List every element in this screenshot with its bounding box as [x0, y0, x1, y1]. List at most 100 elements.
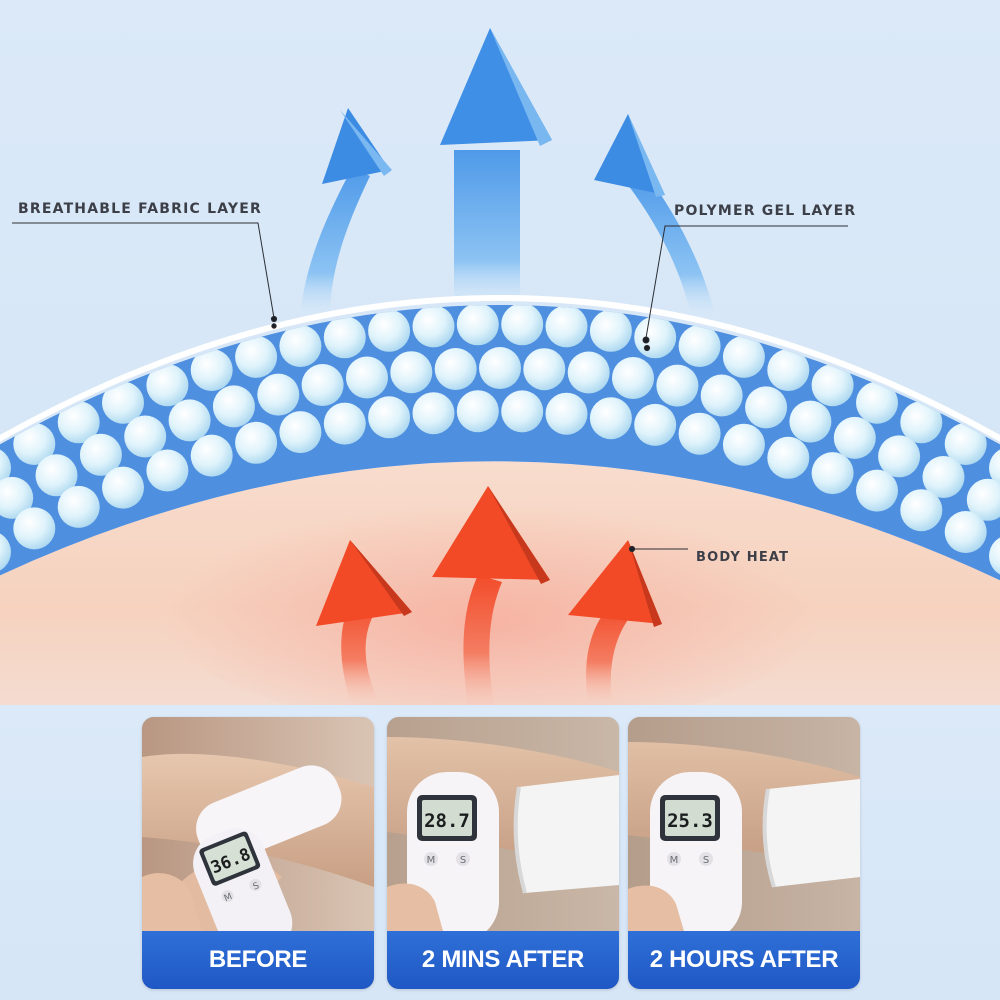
before-panel: 36.8 M S BEFORE — [142, 717, 374, 989]
gel-bead — [57, 401, 100, 444]
gel-bead — [700, 374, 743, 417]
gel-bead — [722, 423, 765, 466]
before-photo: 36.8 M S — [142, 717, 374, 931]
body-heat-label: BODY HEAT — [696, 550, 790, 565]
gel-bead — [235, 421, 278, 464]
gel-bead — [567, 351, 610, 394]
body-heat-arrows — [316, 486, 662, 705]
gel-bead — [722, 335, 765, 378]
arrow-up-icon — [316, 540, 412, 700]
scan-button-label: S — [703, 855, 709, 866]
infrared-thermometer: 25.3 M S — [650, 772, 742, 931]
gel-beads — [0, 305, 1000, 577]
scan-button-label: S — [460, 855, 466, 866]
infrared-thermometer: 28.7 M S — [407, 772, 499, 931]
gel-bead — [146, 364, 189, 407]
two-mins-after-photo: 28.7 M S — [387, 717, 619, 931]
cool-air-arrows — [300, 28, 716, 318]
mode-button-label: M — [427, 855, 436, 866]
gel-bead — [13, 507, 56, 550]
gel-bead — [390, 351, 433, 394]
gel-bead — [124, 415, 167, 458]
gel-bead — [634, 403, 677, 446]
gel-bead — [589, 397, 632, 440]
gel-bead — [146, 449, 189, 492]
gel-bead — [767, 436, 810, 479]
gel-bead — [789, 400, 832, 443]
gel-bead — [856, 381, 898, 424]
two-hours-after-photo: 25.3 M S — [628, 717, 860, 931]
two-hours-after-caption: 2 HOURS AFTER — [628, 931, 860, 989]
gel-bead — [412, 392, 455, 435]
arrow-up-icon — [432, 486, 550, 705]
mode-button-label: M — [223, 892, 234, 904]
gel-bead — [190, 349, 233, 391]
gel-bead — [412, 305, 455, 348]
gel-bead — [0, 447, 11, 489]
gel-bead — [323, 316, 366, 359]
gel-bead — [257, 373, 300, 416]
two-hours-after-panel: 25.3 M S 2 HOURS AFTER — [628, 717, 860, 989]
gel-bead — [0, 531, 11, 573]
gel-bead — [678, 412, 721, 455]
gel-bead — [811, 364, 854, 407]
gel-bead — [456, 305, 499, 346]
gel-bead — [545, 392, 588, 435]
breathable-fabric-layer-label: BREATHABLE FABRIC LAYER — [18, 201, 262, 217]
gel-bead — [922, 456, 965, 498]
thumb — [142, 873, 202, 931]
gel-bead — [944, 423, 987, 465]
gel-bead — [102, 466, 144, 509]
gel-bead — [79, 433, 122, 476]
gel-bead — [878, 435, 921, 478]
gel-bead — [368, 396, 411, 439]
arrow-up-icon — [568, 540, 662, 700]
gel-bead — [301, 364, 344, 406]
gel-bead — [501, 305, 544, 346]
gel-bead — [279, 325, 322, 367]
gel-bead — [102, 381, 144, 424]
gel-bead — [346, 356, 388, 399]
cooling-patch — [764, 779, 860, 887]
gel-bead — [900, 401, 943, 444]
gel-bead — [479, 347, 521, 389]
gel-bead — [656, 364, 699, 407]
gel-bead — [279, 411, 322, 454]
gel-bead — [545, 305, 588, 348]
gel-bead — [944, 511, 987, 553]
gel-bead — [678, 325, 721, 367]
scan-button-label: S — [252, 881, 261, 893]
gel-bead — [900, 489, 943, 532]
gel-bead — [168, 399, 211, 442]
gel-bead — [523, 348, 566, 391]
before-caption: BEFORE — [142, 931, 374, 989]
gel-bead — [767, 349, 810, 391]
gel-bead — [966, 478, 1000, 521]
gel-bead — [57, 485, 100, 528]
gel-bead — [856, 469, 898, 512]
gel-bead — [745, 386, 788, 429]
breathable-fabric-edge — [0, 295, 1000, 442]
gel-bead — [612, 357, 654, 399]
gel-bead — [456, 390, 499, 433]
gel-bead — [368, 309, 411, 352]
gel-bead — [833, 416, 876, 459]
two-mins-after-panel: 28.7 M S 2 MINS AFTER — [387, 717, 619, 989]
callout-lines — [12, 222, 848, 553]
arrow-up-icon — [440, 28, 552, 308]
temperature-comparison: 36.8 M S BEFORE — [0, 705, 1000, 1000]
gel-bead — [190, 434, 233, 477]
infrared-thermometer: 36.8 M S — [193, 765, 342, 931]
gel-bead — [589, 309, 632, 352]
gel-bead — [13, 423, 56, 465]
arrow-up-icon — [300, 108, 392, 318]
gel-bead — [235, 335, 278, 378]
temperature-reading: 28.7 — [424, 810, 470, 832]
polymer-gel-layer-label: POLYMER GEL LAYER — [674, 203, 857, 219]
thumb — [628, 885, 684, 931]
temperature-reading: 25.3 — [667, 810, 713, 832]
gel-bead — [634, 316, 677, 359]
two-mins-after-caption: 2 MINS AFTER — [387, 931, 619, 989]
thumb — [387, 883, 443, 931]
